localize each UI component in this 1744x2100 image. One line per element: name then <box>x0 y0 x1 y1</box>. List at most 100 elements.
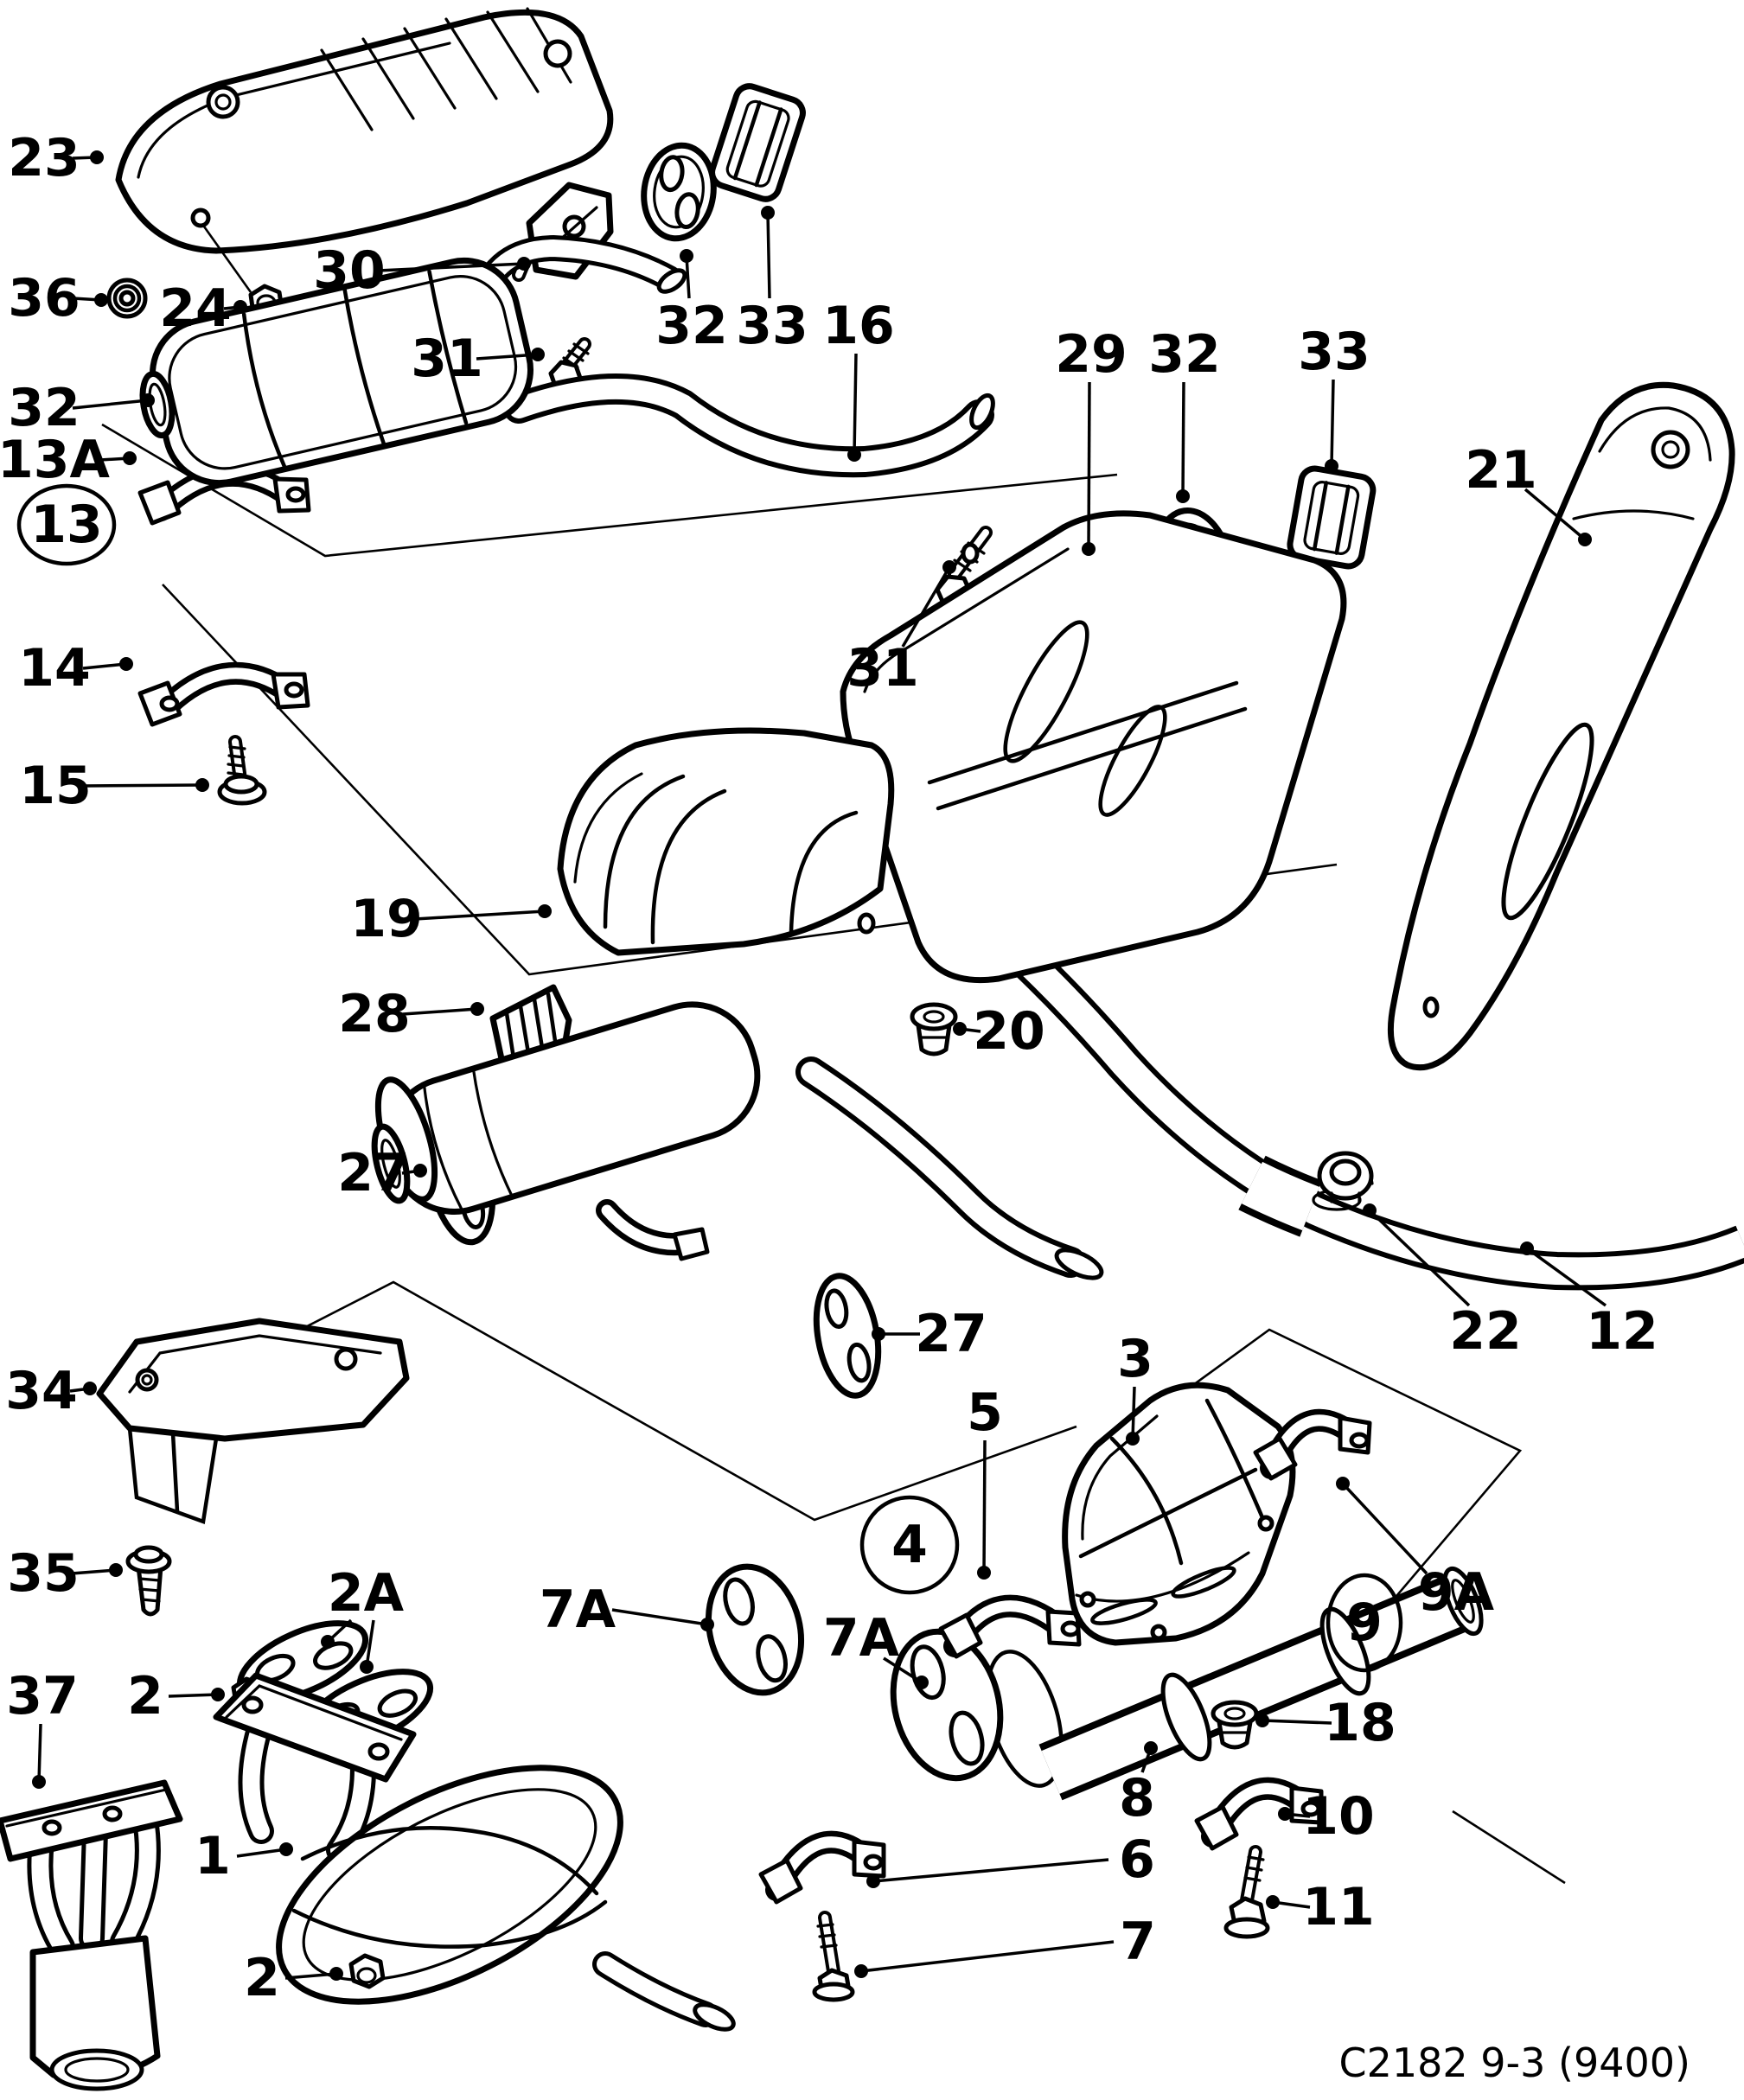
callout-number: 7 <box>1120 1912 1156 1972</box>
part-12-rear-pipe <box>905 853 1744 1291</box>
callout-2: 2 <box>127 1666 225 1727</box>
part-20-plug <box>910 1002 958 1056</box>
part-5-clamp <box>938 1594 1082 1659</box>
part-9A-clamp <box>1253 1408 1372 1481</box>
part-2-nut-lower <box>348 1953 386 1989</box>
callout-number: 31 <box>846 638 919 699</box>
leader-dot <box>1126 1432 1140 1446</box>
leader-dot <box>700 1618 714 1631</box>
callout-32: 32 <box>655 249 728 356</box>
leader-dot <box>32 1775 46 1789</box>
callout-number: 33 <box>1298 322 1370 382</box>
part-23-top-heat-shield <box>115 7 614 293</box>
callout-3: 3 <box>1117 1329 1153 1446</box>
leader-dot <box>1144 1741 1158 1755</box>
callout-number: 24 <box>159 278 232 339</box>
callout-29: 29 <box>1055 324 1128 556</box>
callout-number: 35 <box>7 1543 80 1604</box>
leader-line <box>168 1693 219 1698</box>
callout-number: 32 <box>655 296 728 356</box>
leader-dot <box>538 904 552 918</box>
part-center-muffler <box>371 1001 1104 1280</box>
leader-line <box>872 1858 1109 1883</box>
leader-line <box>1181 381 1185 497</box>
part-11-bolt <box>1223 1845 1270 1939</box>
leader-line <box>883 1656 923 1684</box>
leader-dot <box>953 1022 967 1036</box>
callout-number: 21 <box>1465 440 1537 501</box>
leader-line <box>236 1848 287 1858</box>
callout-19: 19 <box>350 889 552 949</box>
leader-dot <box>1336 1477 1350 1490</box>
callout-30: 30 <box>313 240 531 301</box>
callout-16: 16 <box>822 296 895 462</box>
part-unlabeled-mid-heat-shield <box>840 510 1347 984</box>
callout-number: 8 <box>1119 1768 1155 1829</box>
callout-number: 13 <box>30 495 103 555</box>
leader-line <box>685 255 691 299</box>
leader-line <box>766 212 771 299</box>
leader-dot <box>195 778 209 792</box>
callout-31: 31 <box>846 560 956 699</box>
callout-circle <box>1326 1573 1403 1673</box>
callout-7A: 7A <box>540 1580 714 1640</box>
leader-dot <box>1578 533 1592 546</box>
part-3-lower-heat-shield <box>1062 1382 1296 1646</box>
leader-line <box>1341 1482 1428 1575</box>
leader-dot <box>109 1563 123 1577</box>
callout-number: 27 <box>915 1304 987 1364</box>
callout-number: 11 <box>1302 1877 1375 1937</box>
leader-dot <box>1266 1895 1280 1909</box>
leader-dot <box>83 1382 97 1395</box>
callout-number: 18 <box>1324 1693 1396 1753</box>
callout-32: 32 <box>1148 324 1221 503</box>
leader-dot <box>847 448 861 462</box>
leader-line <box>82 662 127 670</box>
callout-number: 23 <box>8 128 80 188</box>
leader-dot <box>211 1688 225 1701</box>
callout-37: 37 <box>6 1666 79 1789</box>
callout-31: 31 <box>411 329 545 389</box>
leader-dot <box>854 1964 868 1978</box>
callout-7A: 7A <box>823 1608 929 1689</box>
callout-number: 14 <box>18 638 91 699</box>
leader-dot <box>123 451 137 465</box>
callout-number: 15 <box>19 756 92 816</box>
part-7A-gasket-left <box>705 1563 805 1696</box>
callout-10: 10 <box>1278 1786 1375 1847</box>
leader-line <box>71 1568 117 1575</box>
leader-dot <box>517 257 531 271</box>
callout-32: 32 <box>8 378 155 438</box>
leader-dot <box>1278 1807 1292 1821</box>
callout-number: 2 <box>244 1948 280 2008</box>
callout-34: 34 <box>5 1361 97 1421</box>
callout-number: 22 <box>1449 1301 1522 1362</box>
callout-21: 21 <box>1465 440 1592 546</box>
leader-line <box>365 1619 375 1668</box>
leader-dot <box>915 1676 929 1689</box>
leader-line <box>1524 488 1587 541</box>
leader-line <box>476 353 539 361</box>
drawing-code: C2182 9-3 (9400) <box>1338 2039 1690 2086</box>
callout-number: 16 <box>822 296 895 356</box>
callout-circle <box>859 1495 960 1595</box>
callout-8: 8 <box>1119 1741 1158 1829</box>
callout-23: 23 <box>8 128 104 188</box>
callout-number: 2 <box>127 1666 163 1727</box>
leader-dot <box>119 657 133 671</box>
callout-number: 7A <box>540 1580 616 1640</box>
part-8-intermediate-pipe <box>1038 1566 1484 1801</box>
callout-35: 35 <box>7 1543 123 1604</box>
callout-13A: 13A <box>0 430 137 490</box>
leader-line <box>83 783 203 788</box>
leader-line <box>1262 1719 1332 1725</box>
leader-line <box>1368 1209 1471 1307</box>
callout-circle <box>16 483 117 566</box>
callout-number: 7A <box>823 1608 900 1669</box>
leader-line <box>611 1608 708 1626</box>
leader-dot <box>329 1967 343 1981</box>
part-15-bolt <box>217 735 267 806</box>
leader-line <box>402 1007 478 1016</box>
callout-33: 33 <box>1298 322 1370 473</box>
